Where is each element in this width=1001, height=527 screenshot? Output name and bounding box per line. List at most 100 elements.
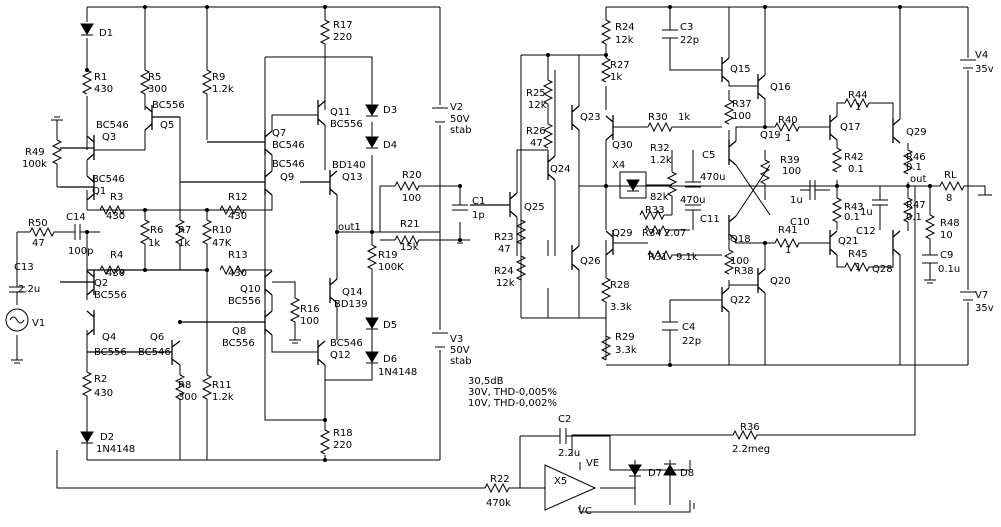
label-c4: C4 [682,322,695,333]
label-r45: R45 [848,249,868,260]
label-q2: Q2 [94,278,108,289]
transistor-q27 [470,192,518,218]
label-r50: R50 [28,218,48,229]
resistor-r24 [515,255,527,281]
value-r29: 3.3k [610,302,632,313]
value-c5: 470u [700,172,725,183]
value-r11: 1.2k [212,392,234,403]
resistor-r22 [484,482,517,494]
label-x5: X5 [554,476,567,487]
label-r30: R29 [615,332,635,343]
label-out1-a: out1 [338,222,361,233]
label-rl: RL [944,170,957,181]
value-r2: 430 [94,388,113,399]
transistor-q10 [264,270,273,296]
label-r10: R10 [212,225,232,236]
value-r33: 1.2k [650,155,672,166]
label-r5: R5 [148,72,161,83]
value-r48: 10 [940,230,953,241]
model-q11: BC556 [330,119,363,130]
label-r6: R6 [150,225,163,236]
value-r9: 1.2k [212,84,234,95]
label-r3: R3 [110,192,123,203]
label-r18: R18 [333,428,353,439]
label-r1: R1 [94,72,107,83]
opamp-x5[interactable] [544,464,597,511]
resistor-r18 [319,429,331,455]
resistor-r36 [732,429,765,441]
label-r38: R38 [734,266,754,277]
label-r9: R9 [212,72,225,83]
resistor-r26 [542,123,554,149]
transistor-q30 [892,230,901,256]
value-c4: 22p [682,336,701,347]
label-r21: R21 [400,219,420,230]
note-v2: stab [450,125,472,136]
resistor-r13 [219,264,272,276]
value-v2: 50V [450,114,470,125]
model-q8: BC556 [222,338,255,349]
label-c3: C3 [680,22,693,33]
value-r26: 47 [530,138,543,149]
resistor-r44 [844,97,877,109]
transistor-q5 [144,105,180,131]
value-r10: 47K [212,238,232,249]
label-r12: R12 [228,192,248,203]
value-r43: 0.1 [844,212,860,223]
model-q3: BC546 [96,120,129,131]
resistor-r6 [139,219,151,252]
label-v4: V4 [975,50,988,61]
resistor-r32 [647,121,680,133]
source-v7 [960,291,976,301]
value-r1: 430 [94,84,113,95]
model-q4: BC556 [94,347,127,358]
label-q9: Q9 [280,172,294,183]
resistor-r10 [201,219,213,252]
vas-stage [264,7,470,460]
value-c10: 1u [790,195,803,206]
value-c2: 2.2u [558,448,580,459]
value-c1: 1p [472,210,485,221]
label-d8: D8 [680,468,694,479]
transistor-q11 [317,100,326,126]
label-v1: V1 [32,318,45,329]
label-r44: R44 [848,90,868,101]
model-q5: BC556 [152,100,185,111]
value-r12: 430 [228,211,247,222]
label-r35: R31 [648,252,668,263]
value-r4: 430 [106,268,125,279]
capacitor-c10 [800,180,830,200]
resistor-r45 [844,261,877,273]
value-r20: 100 [402,193,421,204]
label-q15: Q29 [612,228,633,239]
value-r38: 100 [730,256,749,267]
resistor-r3 [99,204,125,216]
value-r30: 3.3k [615,345,637,356]
resistor-r50 [29,226,62,238]
label-q21: Q19 [760,130,781,141]
label-q26: Q24 [550,164,571,175]
label-r40: R40 [778,115,798,126]
transistor-q4 [86,269,207,336]
resistor-r46 [902,149,914,175]
value-r8: 300 [178,392,197,403]
spec-gain: 30,5dB [468,376,504,387]
label-r27: R24 [615,22,635,33]
model-q10: BC556 [228,296,261,307]
label-r33: R32 [650,143,670,154]
value-c11: 470u [680,195,705,206]
label-q8: Q8 [232,326,246,337]
value-c13: 2.2u [18,284,40,295]
resistor-r4 [99,264,125,276]
transistor-q17 [721,57,730,83]
label-r16: R16 [300,304,320,315]
value-r23: 47 [498,244,511,255]
value-r50: 47 [32,238,45,249]
resistor-r16 [289,297,301,330]
value-r27: 12k [615,35,634,46]
label-q12: Q12 [330,350,351,361]
label-r26: R26 [526,126,546,137]
spec-thd-10v: 10V, THD-0,002% [468,398,557,409]
value-c9: 0.1u [938,264,960,275]
value-r45: 1 [855,262,861,273]
